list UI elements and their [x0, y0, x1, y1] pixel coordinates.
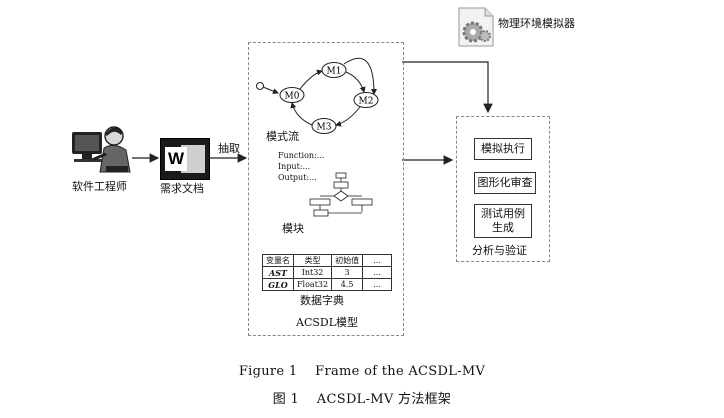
caption-english: Figure 1 Frame of the ACSDL-MV — [238, 364, 486, 379]
engineer-label: 软件工程师 — [72, 180, 127, 193]
table-row: GLO Float32 4.5 ... — [262, 278, 393, 291]
table-cell: Float32 — [292, 278, 333, 291]
test-case-gen-label-1: 测试用例 — [481, 207, 525, 220]
header-cell: 类型 — [292, 254, 333, 267]
header-cell: 初始值 — [331, 254, 364, 267]
state-m3-label: M3 — [317, 123, 332, 133]
caption-chinese: 图 1 ACSDL-MV 方法框架 — [272, 392, 452, 407]
header-cell: ... — [362, 254, 393, 267]
table-row: AST Int32 3 ... — [262, 266, 393, 279]
engineer-icon — [72, 126, 131, 173]
word-document-icon: W — [160, 138, 210, 180]
initial-state-dot — [256, 82, 264, 90]
mode-flow-diagram: M0 M1 M2 M3 — [256, 57, 379, 134]
test-case-gen-label-2: 生成 — [492, 221, 514, 234]
module-line-input: Input:... — [278, 162, 311, 171]
acsdl-model-container — [248, 42, 404, 336]
table-cell: ... — [362, 266, 393, 279]
doc-label: 需求文档 — [160, 182, 204, 195]
table-cell: ... — [362, 278, 393, 291]
data-dictionary-label: 数据字典 — [300, 294, 344, 307]
simulator-label: 物理环境模拟器 — [498, 17, 575, 30]
graphical-review-label: 图形化审查 — [477, 176, 533, 189]
table-header-row: 变量名 类型 初始值 ... — [262, 254, 393, 267]
table-cell: AST — [262, 266, 294, 279]
state-m0-label: M0 — [285, 92, 300, 102]
analysis-container — [456, 116, 550, 262]
header-cell: 变量名 — [262, 254, 294, 267]
acsdl-model-label: ACSDL模型 — [296, 316, 359, 329]
module-label: 模块 — [282, 222, 304, 235]
mode-flow-label: 模式流 — [266, 130, 299, 143]
data-dictionary-table: 变量名 类型 初始值 ... AST Int32 3 ... GLO Float… — [262, 254, 393, 291]
module-line-output: Output:... — [278, 173, 317, 182]
simulate-exec-label: 模拟执行 — [481, 142, 525, 155]
arrow-simulator-to-exec — [402, 61, 493, 114]
simulate-exec-box: 模拟执行 — [474, 138, 532, 160]
extract-label: 抽取 — [218, 142, 240, 155]
state-m2-label: M2 — [359, 97, 374, 107]
state-m2 — [353, 92, 379, 108]
analysis-label: 分析与验证 — [472, 244, 527, 257]
table-cell: 4.5 — [331, 278, 364, 291]
test-case-gen-box: 测试用例 生成 — [474, 204, 532, 238]
graphical-review-box: 图形化审查 — [474, 172, 536, 194]
module-line-function: Function:... — [278, 151, 325, 160]
state-m1-label: M1 — [327, 67, 342, 77]
table-cell: 3 — [331, 266, 364, 279]
word-doc-letter: W — [165, 147, 187, 171]
module-flowchart — [309, 172, 373, 217]
gear-icon — [458, 7, 494, 47]
data-dictionary: 变量名 类型 初始值 ... AST Int32 3 ... GLO Float… — [262, 254, 393, 291]
table-cell: GLO — [262, 278, 294, 291]
module-text-lines: Function:... Input:... Output:... — [278, 150, 324, 183]
table-cell: Int32 — [292, 266, 333, 279]
